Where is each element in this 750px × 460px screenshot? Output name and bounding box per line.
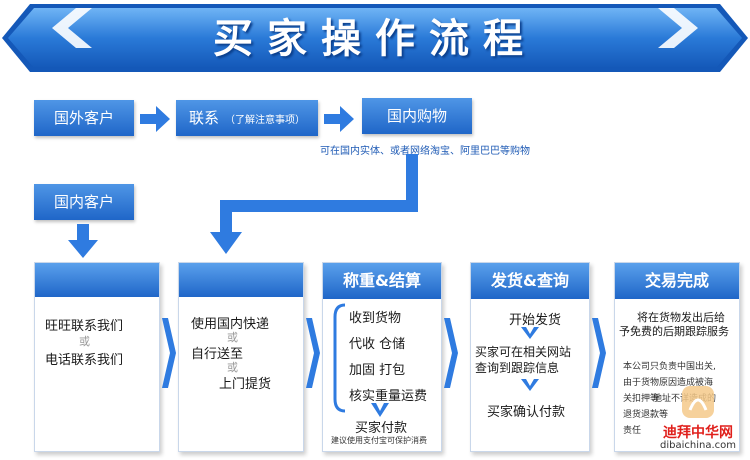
card-note: 建议使用支付宝可保护消费 xyxy=(331,436,427,445)
step-contact-note: （了解注意事项） xyxy=(225,115,305,126)
card-line: 自行送至 xyxy=(191,347,244,362)
watermark-url: dibaichina.com xyxy=(660,440,736,451)
card-ship-query: 发货&查询 开始发货 买家可在相关网站 查询到跟踪信息 买家确认付款 xyxy=(470,262,590,452)
bracket-icon xyxy=(333,303,346,413)
card-header xyxy=(179,263,303,297)
card-header: 称重&结算 xyxy=(323,263,441,299)
card-line: 代收 仓储 xyxy=(349,337,406,352)
connector-arrow-icon xyxy=(210,154,418,254)
card-or: 或 xyxy=(79,335,90,348)
card-line: 将在货物发出后给 xyxy=(637,311,725,324)
card-delivery: 使用国内快递 或 自行送至 或 上门提货 xyxy=(178,262,304,452)
card-transaction-complete: 交易完成 将在货物发出后给 予免费的后期跟踪服务 本公司只负责中国出关, 由于货… xyxy=(614,262,740,452)
card-note: 责任 xyxy=(623,426,642,436)
card-line: 电话联系我们 xyxy=(45,353,124,368)
chevron-down-icon xyxy=(371,403,389,417)
banner-title: 买家操作流程 xyxy=(213,16,537,62)
card-line: 上门提货 xyxy=(219,377,272,392)
banner-background xyxy=(2,4,748,72)
card-line: 买家可在相关网站 xyxy=(475,345,572,359)
card-line: 查询到跟踪信息 xyxy=(475,361,560,375)
arrow-right-icon xyxy=(324,106,354,132)
card-line: 加固 打包 xyxy=(349,363,406,378)
card-line: 核实重量运费 xyxy=(349,389,428,404)
step-domestic-shopping: 国内购物 xyxy=(362,98,472,134)
step-domestic-customer: 国内客户 xyxy=(34,184,134,220)
card-header: 发货&查询 xyxy=(471,263,589,299)
card-note: 退货退款等 xyxy=(623,410,669,420)
card-note: 由于货物原因造成被海 xyxy=(623,378,714,388)
watermark-title: 迪拜中华网 xyxy=(663,425,733,441)
card-line: 予免费的后期跟踪服务 xyxy=(619,325,729,338)
chevron-down-icon xyxy=(521,379,539,391)
step-contact-label: 联系 xyxy=(188,109,219,127)
step-foreign-customer: 国外客户 xyxy=(34,100,134,136)
card-header xyxy=(35,263,159,297)
card-contact-us: 旺旺联系我们 或 电话联系我们 xyxy=(34,262,160,452)
chevron-down-icon xyxy=(521,327,539,339)
chevron-right-icon xyxy=(592,318,606,388)
card-line: 买家付款 xyxy=(355,421,408,436)
chevron-right-icon xyxy=(306,318,320,388)
chevron-right-icon xyxy=(162,318,176,388)
step-domestic-shopping-label: 国内购物 xyxy=(386,107,447,125)
card-note: 本公司只负责中国出关, xyxy=(623,362,716,372)
card-header: 交易完成 xyxy=(615,263,739,299)
shopping-note: 可在国内实体、或者网络淘宝、阿里巴巴等购物 xyxy=(320,146,530,157)
card-line: 旺旺联系我们 xyxy=(45,319,124,334)
arrow-down-icon xyxy=(68,224,98,258)
watermark-logo-icon xyxy=(682,386,714,418)
card-or: 或 xyxy=(227,361,238,374)
card-line: 开始发货 xyxy=(509,313,562,328)
chevron-right-icon xyxy=(444,318,458,388)
arrow-right-icon xyxy=(140,106,170,132)
watermark: 迪拜中华网 dibaichina.com xyxy=(650,384,746,456)
card-note: 关扣押等 xyxy=(623,394,660,404)
step-foreign-customer-label: 国外客户 xyxy=(53,109,114,127)
card-line: 收到货物 xyxy=(349,311,402,326)
card-line: 使用国内快递 xyxy=(191,317,270,332)
card-line: 买家确认付款 xyxy=(487,405,566,420)
card-weigh-settle: 称重&结算 收到货物 代收 仓储 加固 打包 核实重量运费 买家付款 建议使用支… xyxy=(322,262,442,452)
step-domestic-customer-label: 国内客户 xyxy=(53,193,114,211)
card-or: 或 xyxy=(227,331,238,344)
step-contact: 联系 （了解注意事项） xyxy=(176,100,318,136)
